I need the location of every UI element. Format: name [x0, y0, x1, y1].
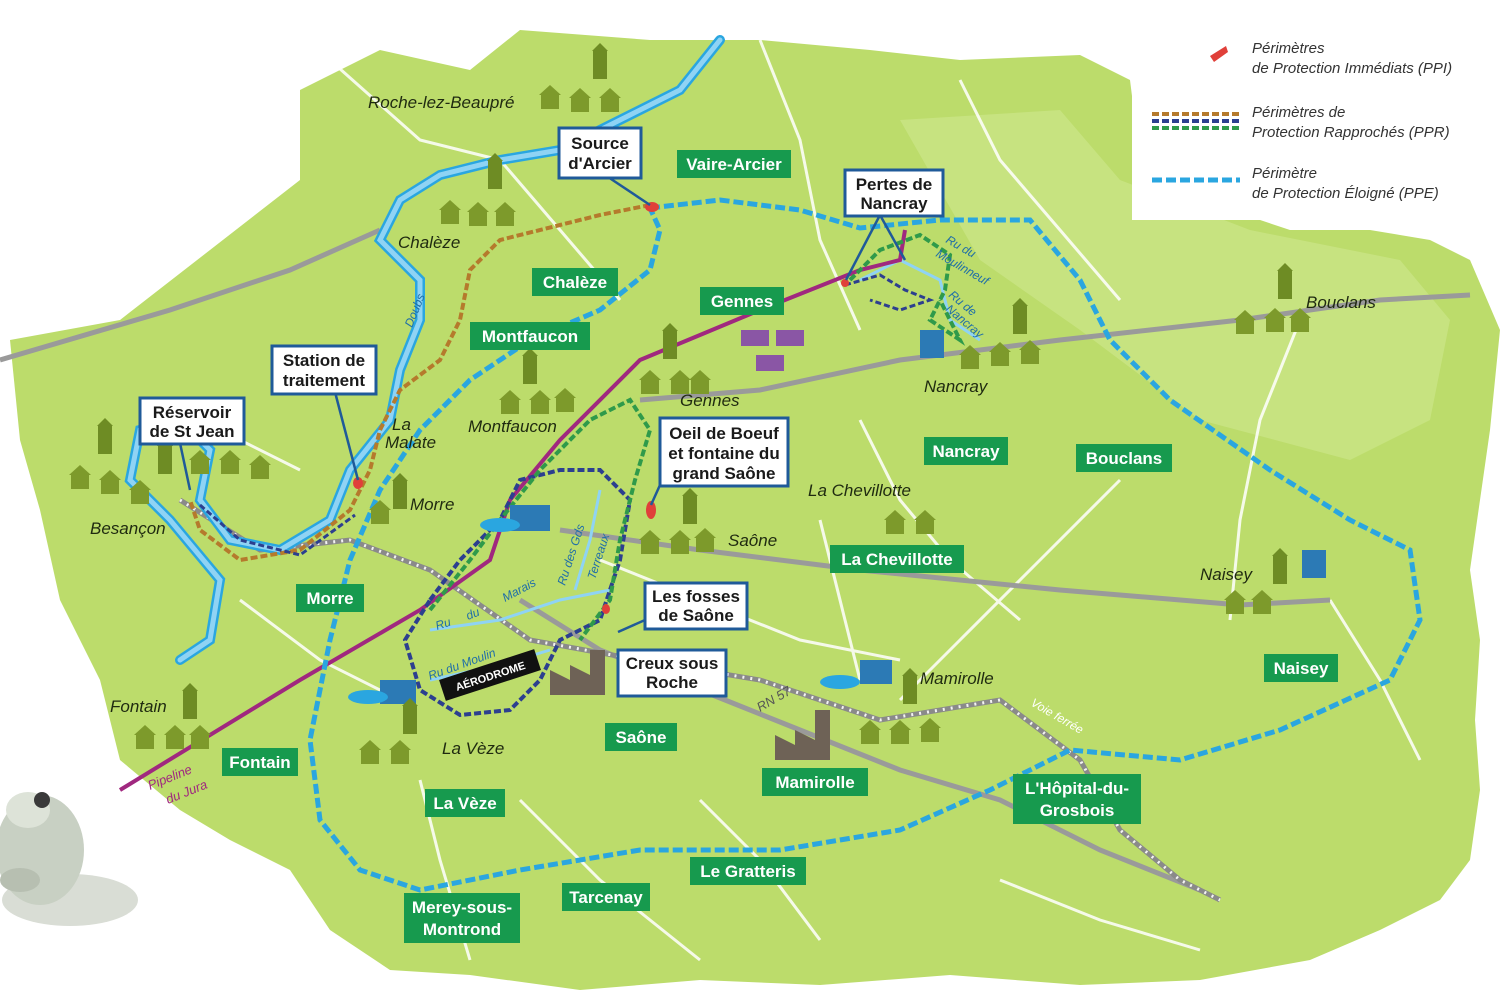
source-arcier-line1: Source — [571, 134, 629, 153]
town-la-malate-line1: La — [392, 415, 411, 434]
ppr-blue-lower — [199, 503, 356, 557]
legend-ppr-swatch — [1152, 112, 1240, 130]
commune-montfaucon: Montfaucon — [482, 327, 578, 346]
pertes-nancray-line1: Pertes de — [856, 175, 933, 194]
town-naisey: Naisey — [1200, 565, 1253, 584]
legend-ppi-line2: de Protection Immédiats (PPI) — [1252, 60, 1452, 77]
town-labels: Roche-lez-Beaupré Chalèze Besançon La Ma… — [90, 93, 1376, 758]
town-saone: Saône — [728, 531, 777, 550]
oeil-de-boeuf-line1: Oeil de Boeuf — [669, 424, 779, 443]
commune-bouclans: Bouclans — [1086, 449, 1163, 468]
creux-sous-roche-line2: Roche — [646, 673, 698, 692]
commune-hopital-du-grosbois-line1: L'Hôpital-du- — [1025, 779, 1129, 798]
oeil-de-boeuf-line2: et fontaine du — [668, 444, 779, 463]
fosses-saone-line2: de Saône — [658, 606, 734, 625]
commune-tarcenay: Tarcenay — [569, 888, 643, 907]
commune-hopital-du-grosbois-line2: Grosbois — [1040, 801, 1115, 820]
town-besancon: Besançon — [90, 519, 166, 538]
ppr-nancray-green — [848, 232, 966, 346]
legend: Périmètres de Protection Immédiats (PPI)… — [1132, 20, 1500, 220]
source-arcier-line2: d'Arcier — [568, 154, 632, 173]
station-traitement-line1: Station de — [283, 351, 365, 370]
commune-fontain: Fontain — [229, 753, 290, 772]
label-ru-marais-1: Ru — [434, 615, 453, 633]
town-montfaucon: Montfaucon — [468, 417, 557, 436]
land-highlight — [900, 110, 1450, 460]
pipeline-du-jura — [118, 229, 907, 792]
commune-nancray: Nancray — [932, 442, 1000, 461]
town-la-malate-line2: Malate — [385, 433, 436, 452]
creux-sous-roche-line1: Creux sous — [626, 654, 719, 673]
commune-labels: Vaire-Arcier Chalèze Gennes Montfaucon N… — [222, 150, 1338, 943]
town-fontain: Fontain — [110, 697, 167, 716]
commune-saone: Saône — [615, 728, 666, 747]
legend-ppr-line1: Périmètres de — [1252, 104, 1345, 121]
reservoir-st-jean-line2: de St Jean — [149, 422, 234, 441]
commune-naisey: Naisey — [1274, 659, 1329, 678]
commune-la-chevillotte: La Chevillotte — [841, 550, 952, 569]
label-ru-marais-2: du — [464, 605, 482, 623]
ppr-green-perimeter — [428, 397, 653, 642]
commune-le-gratteris: Le Gratteris — [700, 862, 795, 881]
oeil-de-boeuf-line3: grand Saône — [673, 464, 776, 483]
site-callouts: Source d'Arcier Pertes de Nancray Statio… — [138, 126, 945, 698]
commune-gennes: Gennes — [711, 292, 773, 311]
legend-ppr-line2: Protection Rapprochés (PPR) — [1252, 124, 1450, 141]
commune-mamirolle: Mamirolle — [775, 773, 854, 792]
legend-ppi-swatch — [1210, 46, 1228, 62]
town-morre: Morre — [410, 495, 454, 514]
town-nancray: Nancray — [924, 377, 989, 396]
ppr-brown-perimeter — [188, 203, 651, 563]
storage-tanks-icon — [741, 330, 804, 371]
commune-la-veze: La Vèze — [433, 794, 496, 813]
legend-ppe-line2: de Protection Éloigné (PPE) — [1252, 185, 1439, 202]
pertes-nancray-line2: Nancray — [860, 194, 928, 213]
town-gennes: Gennes — [680, 391, 740, 410]
ppr-blue-perimeter — [402, 468, 633, 718]
commune-vaire-arcier: Vaire-Arcier — [686, 155, 782, 174]
ppr-nancray-blue — [844, 273, 935, 312]
commune-merey-sous-montrond-line1: Merey-sous- — [412, 898, 512, 917]
town-la-chevillotte: La Chevillotte — [808, 481, 911, 500]
factory-icons — [550, 650, 830, 760]
fosses-saone-line1: Les fosses — [652, 587, 740, 606]
frog-illustration — [0, 792, 138, 926]
railway — [178, 497, 1222, 903]
town-mamirolle: Mamirolle — [920, 669, 994, 688]
town-chaleze: Chalèze — [398, 233, 460, 252]
commune-chaleze: Chalèze — [543, 273, 607, 292]
commune-merey-sous-montrond-line2: Montrond — [423, 920, 501, 939]
town-bouclans: Bouclans — [1306, 293, 1376, 312]
town-la-veze: La Vèze — [442, 739, 504, 758]
reservoir-st-jean-line1: Réservoir — [153, 403, 232, 422]
station-traitement-line2: traitement — [283, 371, 366, 390]
ppe-perimeter — [307, 197, 1423, 893]
commune-morre: Morre — [306, 589, 353, 608]
legend-ppe-line1: Périmètre — [1252, 165, 1317, 182]
legend-ppi-line1: Périmètres — [1252, 40, 1325, 57]
town-roche-lez-beaupre: Roche-lez-Beaupré — [368, 93, 514, 112]
